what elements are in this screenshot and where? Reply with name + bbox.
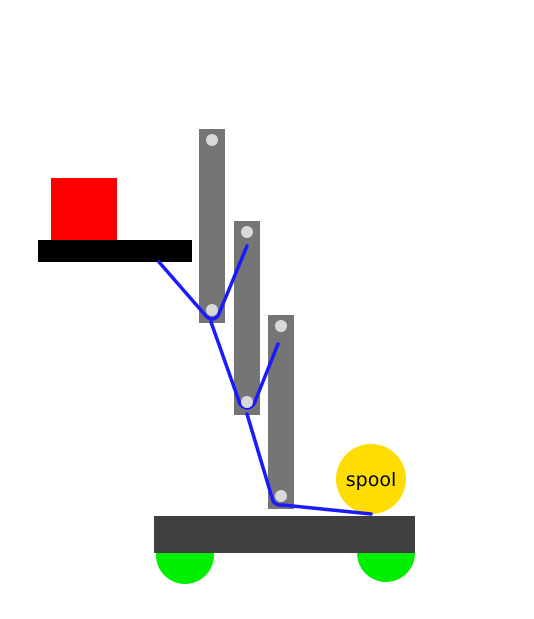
spool-label: spool [346, 469, 397, 491]
post-1 [199, 129, 225, 323]
post-3-bottom-pivot[interactable] [275, 490, 287, 502]
post-2 [234, 221, 260, 415]
post-2-top-pivot[interactable] [241, 226, 253, 238]
red-box[interactable] [51, 178, 117, 240]
black-shelf [38, 240, 192, 262]
spool[interactable] [336, 444, 406, 514]
post-1-bottom-pivot[interactable] [206, 304, 218, 316]
post-2-bottom-pivot[interactable] [241, 396, 253, 408]
post-1-top-pivot[interactable] [206, 134, 218, 146]
cart-base [154, 516, 415, 553]
post-3 [268, 315, 294, 509]
post-3-top-pivot[interactable] [275, 320, 287, 332]
